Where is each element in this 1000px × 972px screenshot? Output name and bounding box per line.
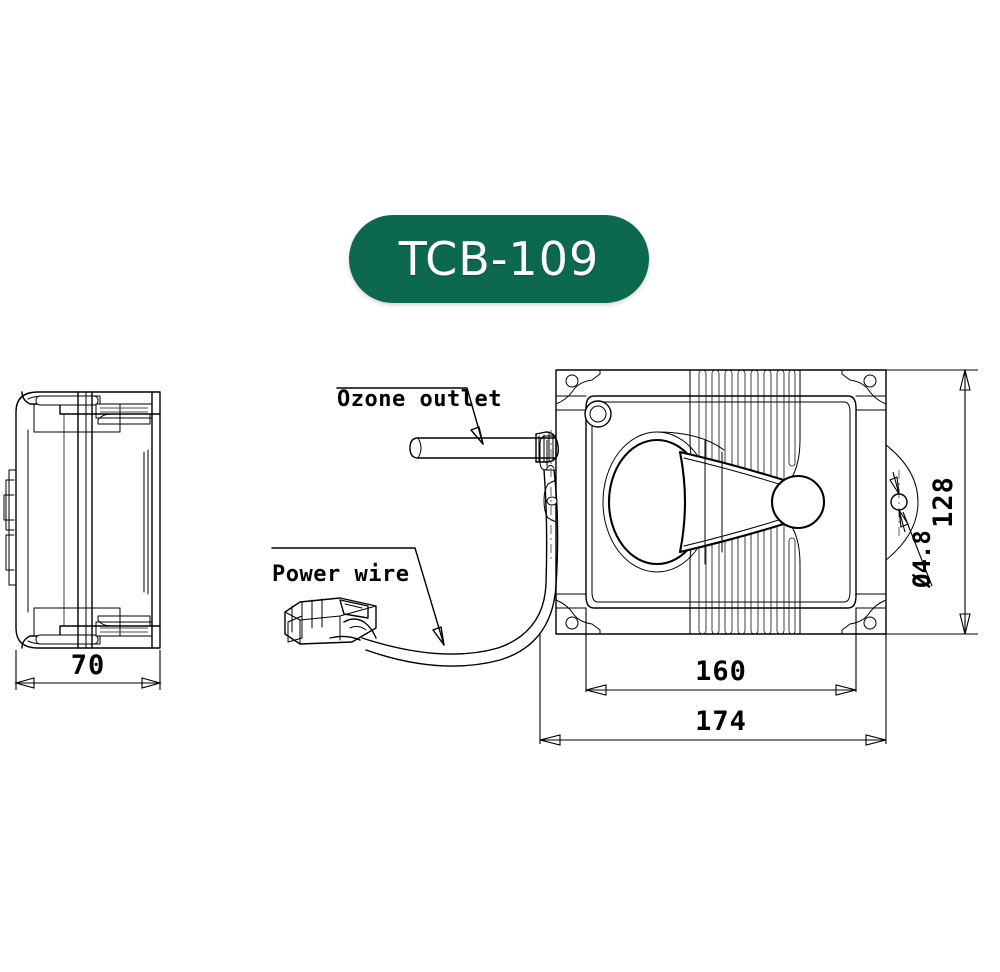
- callout-ozone-outlet-label: Ozone outlet: [337, 387, 502, 412]
- dimension-160: 160: [585, 608, 857, 696]
- side-view: [3, 391, 161, 649]
- dimension-174: 174: [539, 634, 887, 746]
- hole-callout-diameter: Ø4.8: [885, 444, 936, 589]
- dimension-160-label: 160: [695, 656, 747, 687]
- callout-power-wire: Power wire: [271, 547, 445, 646]
- dimension-70-label: 70: [71, 650, 106, 681]
- dimension-174-label: 174: [695, 706, 747, 737]
- dimension-hole-diameter-label: Ø4.8: [908, 530, 936, 589]
- model-badge-label: TCB-109: [398, 232, 600, 286]
- dimension-128-label: 128: [928, 476, 959, 528]
- dimension-70: 70: [13, 650, 163, 690]
- dimension-128: 128: [886, 369, 978, 635]
- front-view: [539, 369, 887, 635]
- callout-ozone-outlet: Ozone outlet: [336, 387, 502, 445]
- center-oval-handle: [602, 431, 826, 573]
- model-badge-pill: TCB-109: [349, 215, 649, 303]
- ozone-outlet-tube: [409, 431, 559, 463]
- model-badge: TCB-109: [349, 215, 649, 303]
- callout-power-wire-label: Power wire: [272, 562, 409, 587]
- power-wire-assembly: [284, 464, 559, 667]
